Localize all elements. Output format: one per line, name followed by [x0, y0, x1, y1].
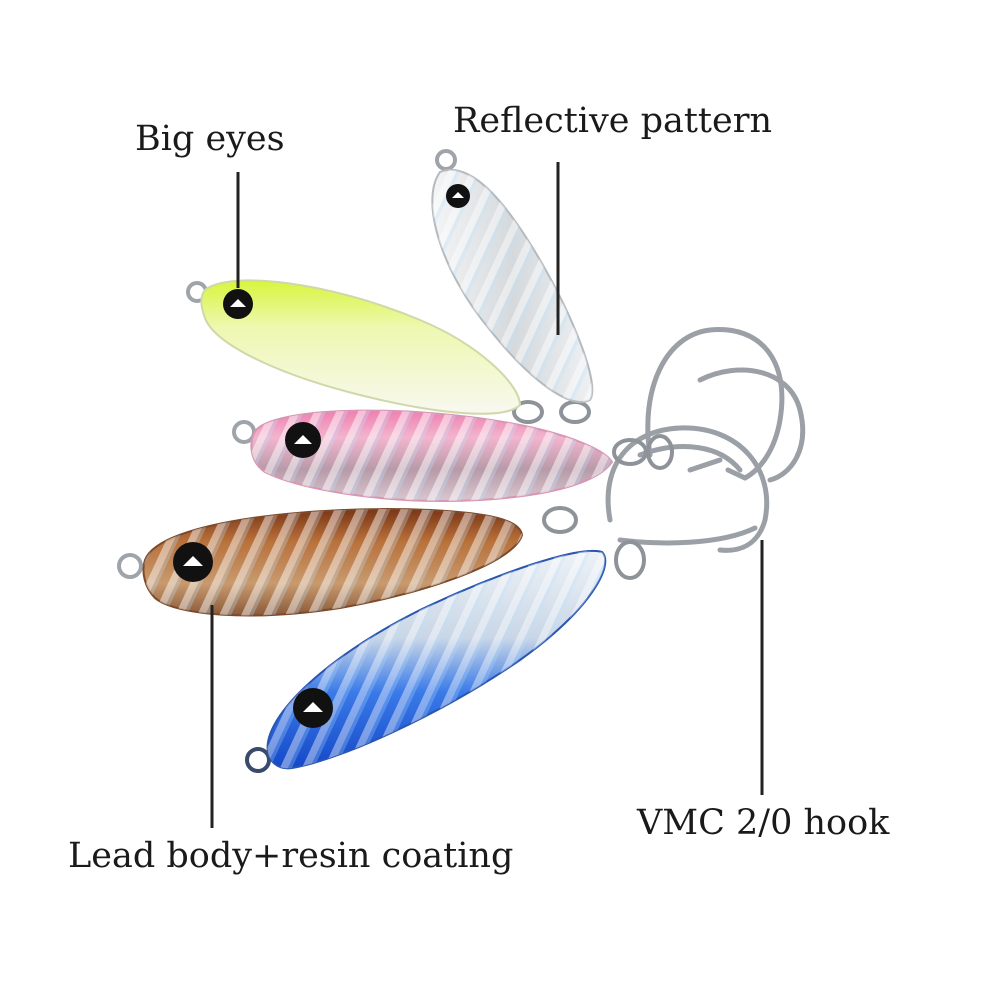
lure-silver-clear — [431, 149, 594, 403]
hook-3-shank — [617, 525, 758, 546]
hook-1-barb — [725, 467, 748, 481]
lure-chartreuse-glow — [186, 279, 522, 415]
split-ring-1 — [512, 400, 544, 424]
callout-reflective-pattern: Reflective pattern — [453, 101, 772, 141]
split-rings — [512, 400, 674, 580]
callout-lead-body: Lead body+resin coating — [68, 836, 514, 876]
split-ring-5 — [614, 540, 646, 580]
split-ring-2 — [559, 400, 591, 424]
leader-lines — [210, 162, 764, 828]
lure-brown — [117, 508, 524, 617]
lure-pink — [232, 409, 614, 502]
callout-vmc-hook: VMC 2/0 hook — [637, 803, 890, 843]
hook-3-barb — [687, 457, 723, 473]
hook-1 — [645, 327, 785, 481]
hook-4 — [637, 444, 743, 473]
lure-blue — [245, 549, 607, 773]
hook-2 — [697, 367, 806, 483]
split-ring-6 — [646, 434, 674, 470]
split-ring-4 — [542, 506, 578, 534]
callout-big-eyes: Big eyes — [135, 119, 285, 159]
